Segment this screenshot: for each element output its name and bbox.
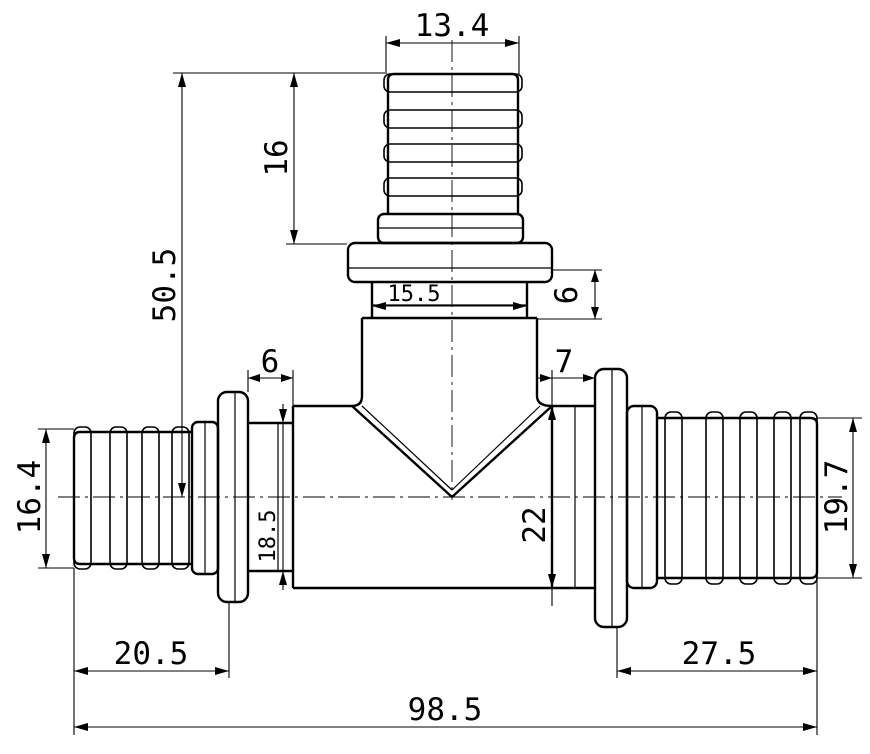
dim-label-left-outlet-diameter: 16.4 bbox=[12, 460, 48, 535]
branch-left-fillet bbox=[351, 318, 364, 408]
dim-label-right-neck-length: 7 bbox=[555, 344, 574, 380]
dim-label-overall-length: 98.5 bbox=[408, 692, 483, 728]
top-flange bbox=[346, 241, 554, 284]
top-outlet bbox=[346, 72, 554, 320]
dim-label-overall-height: 50.5 bbox=[147, 248, 183, 323]
top-neck bbox=[370, 282, 529, 318]
left-spigot-barbs bbox=[73, 426, 190, 570]
branch-right-fillet bbox=[535, 318, 553, 408]
dimension-labels: 13.4 16 50.5 15.5 6 6 7 16.4 18.5 22 19.… bbox=[12, 8, 855, 728]
left-neck bbox=[248, 421, 293, 573]
top-spigot-barbs bbox=[383, 73, 523, 197]
dim-label-top-outlet-diameter: 13.4 bbox=[415, 8, 490, 44]
dim-label-body-diameter: 22 bbox=[517, 506, 553, 543]
dim-label-left-neck-diameter: 18.5 bbox=[256, 510, 281, 563]
right-neck bbox=[552, 404, 595, 590]
dim-label-right-outlet-diameter: 19.7 bbox=[819, 460, 855, 535]
dim-label-left-spigot-length: 20.5 bbox=[114, 636, 189, 672]
right-spigot-barbs bbox=[664, 411, 818, 585]
dim-label-top-neck-diameter: 15.5 bbox=[388, 282, 441, 307]
dim-label-left-neck-length: 6 bbox=[261, 344, 280, 380]
right-outlet bbox=[552, 367, 819, 629]
dim-label-right-spigot-length: 27.5 bbox=[682, 636, 757, 672]
left-outlet bbox=[72, 390, 293, 604]
intersection-left bbox=[351, 405, 453, 498]
dim-label-top-neck-height: 6 bbox=[549, 286, 585, 305]
right-flange bbox=[593, 367, 629, 629]
dim-label-top-spigot-length: 16 bbox=[259, 139, 295, 176]
intersection-left-inner bbox=[361, 405, 453, 491]
tee-body bbox=[291, 318, 554, 590]
intersection-right-inner bbox=[451, 405, 541, 491]
center-lines bbox=[58, 40, 842, 500]
dimension-lines bbox=[38, 36, 862, 735]
intersection-right bbox=[451, 405, 553, 498]
right-spigot-body bbox=[657, 416, 819, 580]
